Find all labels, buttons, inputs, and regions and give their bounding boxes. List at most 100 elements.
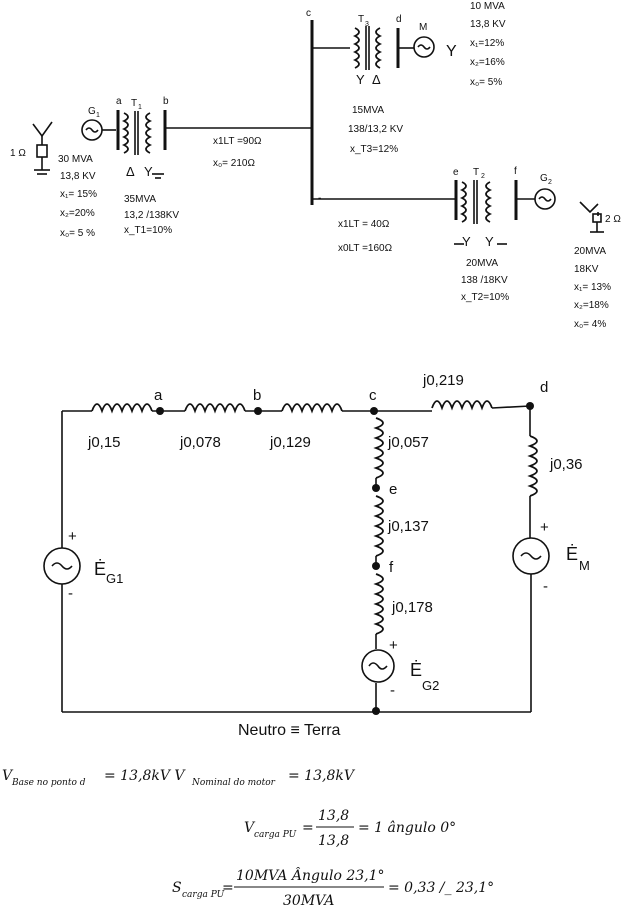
g1-wye-stroke	[32, 121, 53, 138]
bus-a-label: a	[116, 96, 122, 107]
node-f-label: f	[389, 559, 394, 576]
motor-spec-3: x₂=16%	[470, 57, 505, 68]
t3-spec-2: x_T3=12%	[350, 144, 398, 155]
g1-wave	[85, 127, 99, 133]
g2-emf: Ė	[410, 660, 422, 680]
source-m-wave	[520, 552, 542, 560]
ground-1-label: 1 Ω	[10, 148, 26, 159]
t2-spec-0: 20MVA	[466, 258, 498, 269]
line1-spec-1: x₀= 210Ω	[213, 158, 255, 169]
eq2-num: 13,8	[318, 808, 349, 824]
equivalent-circuit: a b c d e f j0,15 j0,078 j0,129 j0,219 j…	[43, 372, 590, 739]
eq1-mid-sub: Nominal do motor	[191, 778, 276, 788]
motor-spec-1: 13,8 KV	[470, 19, 506, 30]
line2-spec-1: x0LT =160Ω	[338, 243, 393, 254]
t3-label: T	[358, 14, 364, 25]
g2-spec-3: x₂=18%	[574, 300, 609, 311]
t1-sub: 1	[138, 104, 142, 111]
line2-mark: -	[318, 193, 321, 204]
line2-spec-0: x1LT = 40Ω	[338, 219, 390, 230]
bus-d-label: d	[396, 14, 402, 25]
motor-wye-symbol: Y	[446, 43, 457, 60]
eq1-end: = 13,8kV	[288, 768, 356, 784]
t1-label: T	[131, 98, 137, 109]
node-c-label: c	[369, 387, 377, 404]
motor-wave	[417, 44, 431, 50]
coil-cd	[431, 400, 493, 411]
coil-bc	[281, 403, 343, 414]
motor-label: M	[419, 22, 427, 33]
eq2-den: 13,8	[318, 833, 349, 849]
g1-spec-3: x₂=20%	[60, 208, 95, 219]
t2-primary-coil	[459, 181, 467, 223]
node-a	[156, 407, 164, 415]
reactance-fg2: j0,178	[391, 599, 433, 616]
g1-minus: -	[68, 585, 73, 602]
g1-spec-1: 13,8 KV	[60, 171, 96, 182]
coil-m	[527, 435, 538, 497]
t1-spec-1: 13,2 /138KV	[124, 210, 179, 221]
g2-wave	[538, 196, 552, 202]
eq2-equals: =	[302, 820, 314, 836]
t2-secondary-coil	[485, 181, 493, 223]
t3-sub: 3	[365, 21, 369, 28]
eq3-num: 10MVA Ângulo 23,1°	[236, 866, 385, 884]
motor-spec-2: x₁=12%	[470, 38, 504, 49]
t3-primary-coil	[352, 27, 360, 69]
g2-sub: 2	[548, 179, 552, 186]
t2-label: T	[473, 167, 479, 178]
coil-ce	[373, 417, 384, 479]
eq3-den: 30MVA	[283, 893, 334, 907]
motor-symbol	[413, 36, 435, 58]
m-minus: -	[543, 578, 548, 595]
t1-primary-coil	[121, 112, 129, 154]
bus-f-label: f	[514, 166, 517, 177]
coil-ab	[184, 403, 246, 414]
reactance-ef: j0,137	[387, 518, 429, 535]
eq3-equals: =	[222, 880, 234, 896]
reactance-ab: j0,078	[179, 434, 221, 451]
g2-label: G	[540, 173, 548, 184]
t2-wye-2: Y	[485, 234, 494, 249]
wire-d	[491, 405, 531, 409]
bus-e-label: e	[453, 167, 459, 178]
neutral-label: Neutro ≡ Terra	[238, 722, 341, 739]
g2-spec-0: 20MVA	[574, 246, 606, 257]
t2-spec-1: 138 /18KV	[461, 275, 508, 286]
eq3-s-sub: carga PU	[182, 890, 225, 900]
t3-spec-0: 15MVA	[352, 105, 384, 116]
g1-emf: Ė	[94, 559, 106, 579]
reactance-g1: j0,15	[87, 434, 121, 451]
motor-spec-4: x₀= 5%	[470, 77, 502, 88]
g1-plus: +	[68, 528, 77, 545]
source-g2-wave	[368, 662, 388, 670]
one-line-diagram: c T 3 Y Δ d M Y 10 MVA 13,8 KV x₁=12% x₂…	[10, 1, 621, 330]
node-e-label: e	[389, 481, 397, 498]
source-g1-wave	[51, 562, 73, 570]
g1-sub: 1	[96, 112, 100, 119]
motor-spec-0: 10 MVA	[470, 1, 505, 12]
eq2-v: V	[244, 820, 256, 836]
g2-wye-stroke	[579, 201, 599, 214]
reactance-bc: j0,129	[269, 434, 311, 451]
g1-spec-2: x₁= 15%	[60, 189, 97, 200]
eq1-v-sub: Base no ponto d	[11, 778, 86, 788]
g2-ground-resistor	[592, 213, 602, 223]
t2-spec-2: x_T2=10%	[461, 292, 509, 303]
ground-2-label: 2 Ω	[605, 214, 621, 225]
t3-spec-1: 138/13,2 KV	[348, 124, 403, 135]
eq3-rhs: = 0,33 /_ 23,1°	[388, 880, 494, 896]
t1-spec-2: x_T1=10%	[124, 225, 172, 236]
reactance-ce: j0,057	[387, 434, 429, 451]
g2-plus: +	[389, 637, 398, 654]
coil-fg2	[373, 573, 384, 635]
m-emf-sub: M	[579, 558, 590, 573]
g1-spec-4: x₀= 5 %	[60, 228, 95, 239]
g2-spec-1: 18KV	[574, 264, 599, 275]
t3-delta-symbol: Δ	[372, 72, 381, 87]
t1-secondary-coil	[145, 112, 153, 154]
g2-spec-4: x₀= 4%	[574, 319, 606, 330]
eq3-s: S	[172, 880, 182, 896]
g2-emf-sub: G2	[422, 678, 439, 693]
t1-delta-symbol: Δ	[126, 164, 135, 179]
